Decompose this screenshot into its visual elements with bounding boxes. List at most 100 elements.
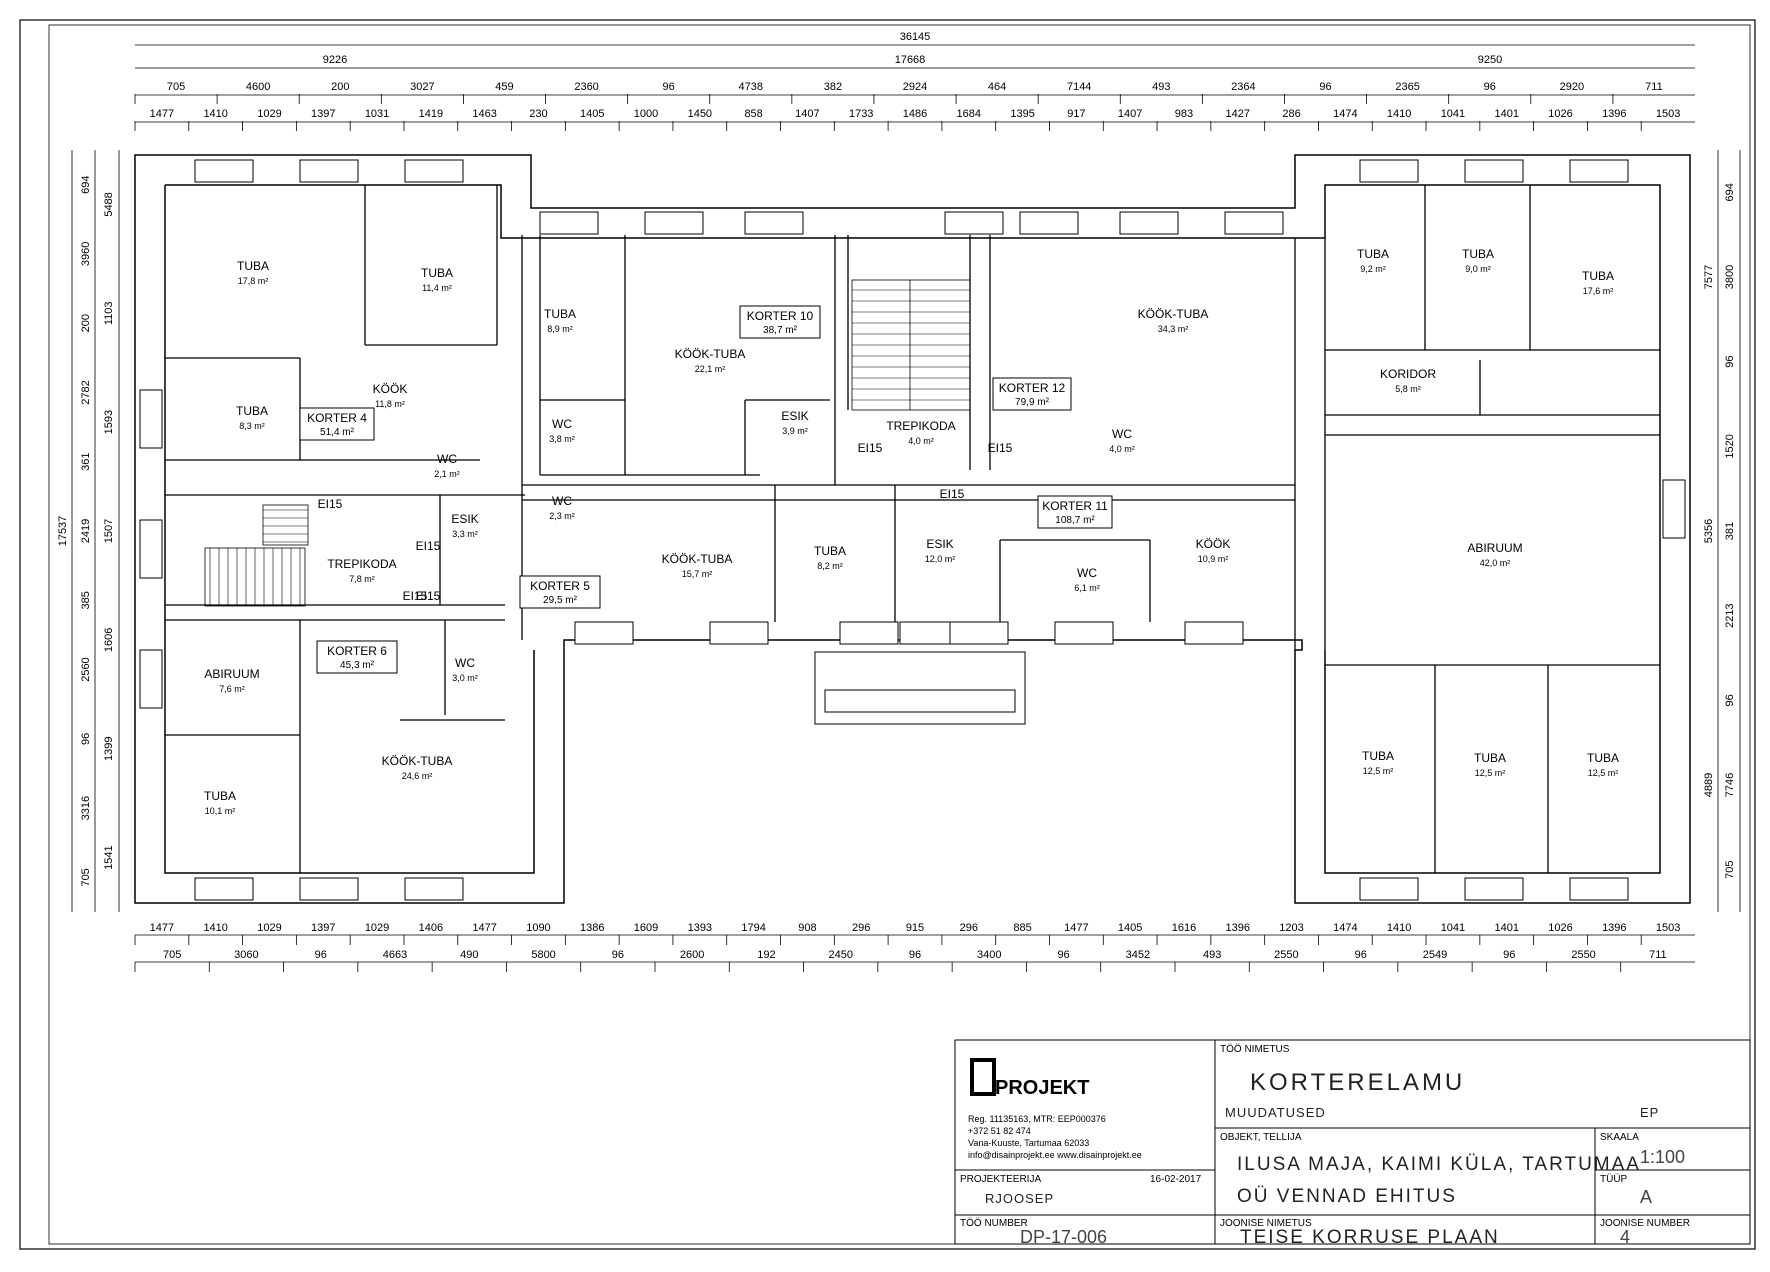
dim-top2-label: 1427 xyxy=(1226,108,1250,120)
inner-border xyxy=(48,24,1751,1245)
dim-left-inner: 3316 xyxy=(80,796,92,820)
dim-top-label: 4600 xyxy=(246,81,270,93)
room-area: 15,7 m² xyxy=(682,569,713,579)
dim-right-inner: 96 xyxy=(1724,694,1736,706)
dim-top-label: 96 xyxy=(1484,81,1496,93)
room-name: TUBA xyxy=(236,404,268,418)
room-name: ABIRUUM xyxy=(204,667,259,681)
dim-bottom-label: 915 xyxy=(906,922,924,934)
job-number-label: TÖÖ NUMBER xyxy=(960,1217,1028,1229)
dim-right-inner: 1520 xyxy=(1724,434,1736,458)
dim-bottom-label: 1029 xyxy=(365,922,389,934)
dim-left-inner: 2560 xyxy=(80,657,92,681)
top-dimensions xyxy=(135,44,1695,123)
drawing-name: TEISE KORRUSE PLAAN xyxy=(1240,1227,1500,1248)
dim-section-mid: 17668 xyxy=(895,54,926,66)
window xyxy=(1662,479,1686,539)
dim-bottom2-label: 2550 xyxy=(1571,949,1595,961)
dim-top2-label: 1395 xyxy=(1010,108,1034,120)
dim-top2-label: 1410 xyxy=(203,108,227,120)
dim-bottom-label: 1386 xyxy=(580,922,604,934)
window xyxy=(1019,211,1079,235)
room-name: TUBA xyxy=(1362,749,1394,763)
window xyxy=(1569,159,1629,183)
dim-bottom-label: 296 xyxy=(852,922,870,934)
apartment-label-box xyxy=(519,575,601,609)
dim-bottom-label: 908 xyxy=(798,922,816,934)
dim-bottom2-label: 2600 xyxy=(680,949,704,961)
room-area: 7,6 m² xyxy=(219,684,245,694)
side-dimensions xyxy=(71,150,1741,912)
dim-top2-label: 1477 xyxy=(150,108,174,120)
dim-top-label: 2360 xyxy=(574,81,598,93)
dim-right-inner: 381 xyxy=(1724,522,1736,540)
room-name: KÖÖK xyxy=(373,382,408,396)
dim-bottom-label: 1503 xyxy=(1656,922,1680,934)
dim-bottom2-label: 96 xyxy=(909,949,921,961)
apartment-area: 79,9 m² xyxy=(1015,397,1050,408)
dim-top-label: 4738 xyxy=(739,81,763,93)
fire-rating-label: EI15 xyxy=(403,589,428,603)
dim-top2-label: 1026 xyxy=(1548,108,1572,120)
dim-left-mid: 1103 xyxy=(103,301,115,325)
room-name: TUBA xyxy=(204,789,236,803)
dim-top2-label: 1041 xyxy=(1441,108,1465,120)
room-area: 4,0 m² xyxy=(908,436,934,446)
room-name: ESIK xyxy=(781,409,808,423)
fire-rating-label: EI15 xyxy=(940,487,965,501)
dim-bottom-label: 1477 xyxy=(472,922,496,934)
apartment-area: 38,7 m² xyxy=(763,325,798,336)
dim-section-left: 9226 xyxy=(323,54,347,66)
dim-top2-label: 1000 xyxy=(634,108,658,120)
dim-top2-label: 858 xyxy=(744,108,762,120)
window xyxy=(194,159,254,183)
dim-bottom-label: 1401 xyxy=(1494,922,1518,934)
dim-bottom-label: 1397 xyxy=(311,922,335,934)
room-name: TUBA xyxy=(1462,247,1494,261)
dim-bottom2-label: 705 xyxy=(163,949,181,961)
room-name: ABIRUUM xyxy=(1467,541,1522,555)
dim-bottom2-label: 2450 xyxy=(828,949,852,961)
dim-top-label: 96 xyxy=(1319,81,1331,93)
dim-top-label: 200 xyxy=(331,81,349,93)
room-area: 22,1 m² xyxy=(695,364,726,374)
room-name: TUBA xyxy=(237,259,269,273)
dim-top-label: 382 xyxy=(824,81,842,93)
dim-bottom2-label: 490 xyxy=(460,949,478,961)
dim-top2-label: 983 xyxy=(1175,108,1193,120)
room-name: KORIDOR xyxy=(1380,367,1436,381)
room-name: KÖÖK-TUBA xyxy=(1138,307,1209,321)
room-name: TUBA xyxy=(1357,247,1389,261)
window xyxy=(744,211,804,235)
room-name: ESIK xyxy=(926,537,953,551)
window xyxy=(1359,877,1419,901)
dim-bottom2-label: 4663 xyxy=(383,949,407,961)
client-name: OÜ VENNAD EHITUS xyxy=(1237,1186,1457,1207)
dim-bottom2-label: 96 xyxy=(315,949,327,961)
room-name: TREPIKODA xyxy=(886,419,955,433)
dim-top-label: 464 xyxy=(988,81,1006,93)
work-subtitle: MUUDATUSED xyxy=(1225,1105,1326,1120)
dim-bottom-label: 1029 xyxy=(257,922,281,934)
logo: PROJEKT xyxy=(970,1058,1089,1099)
room-area: 12,5 m² xyxy=(1475,768,1506,778)
dim-left-inner: 200 xyxy=(80,314,92,332)
room-area: 3,8 m² xyxy=(549,434,575,444)
room-area: 3,9 m² xyxy=(782,426,808,436)
dim-top2-label: 1419 xyxy=(419,108,443,120)
room-area: 2,3 m² xyxy=(549,511,575,521)
window xyxy=(139,389,163,449)
dim-top2-label: 1733 xyxy=(849,108,873,120)
room-name: WC xyxy=(455,656,475,670)
room-name: TUBA xyxy=(1587,751,1619,765)
dim-left-mid: 1399 xyxy=(103,736,115,760)
dim-left-inner: 3960 xyxy=(80,242,92,266)
dim-bottom-label: 1474 xyxy=(1333,922,1357,934)
room-area: 8,2 m² xyxy=(817,561,843,571)
window xyxy=(194,877,254,901)
dim-bottom-label: 1477 xyxy=(1064,922,1088,934)
dim-top2-label: 1407 xyxy=(795,108,819,120)
dim-left-mid: 1606 xyxy=(103,628,115,652)
room-area: 9,0 m² xyxy=(1465,264,1491,274)
